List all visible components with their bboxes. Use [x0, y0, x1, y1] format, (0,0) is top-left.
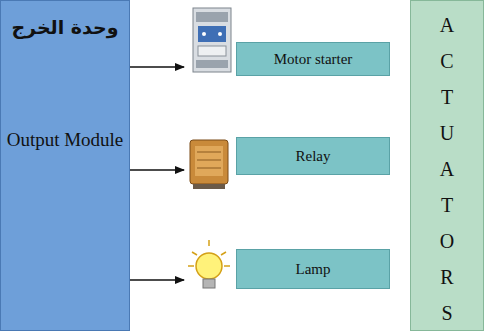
box-label: Lamp	[296, 261, 331, 278]
box-label: Motor starter	[274, 51, 353, 68]
arabic-title: وحدة الخرج	[1, 1, 129, 39]
actuator-box: Relay	[236, 137, 390, 175]
relay-icon	[190, 140, 228, 189]
box-label: Output Module	[1, 127, 129, 153]
box-label: ACTUATORS	[437, 7, 457, 331]
arrow-connector	[130, 66, 184, 68]
actuator-box: Motor starter	[236, 42, 390, 76]
actuator-box: Lamp	[236, 249, 390, 289]
lamp-icon	[188, 240, 230, 288]
box-label: Relay	[296, 148, 331, 165]
motor-starter-icon	[193, 8, 231, 72]
arrow-connector	[130, 169, 184, 171]
actuators-band: ACTUATORS	[410, 0, 484, 331]
output-module-box: وحدة الخرج Output Module	[0, 0, 130, 331]
arrow-connector	[130, 279, 184, 281]
